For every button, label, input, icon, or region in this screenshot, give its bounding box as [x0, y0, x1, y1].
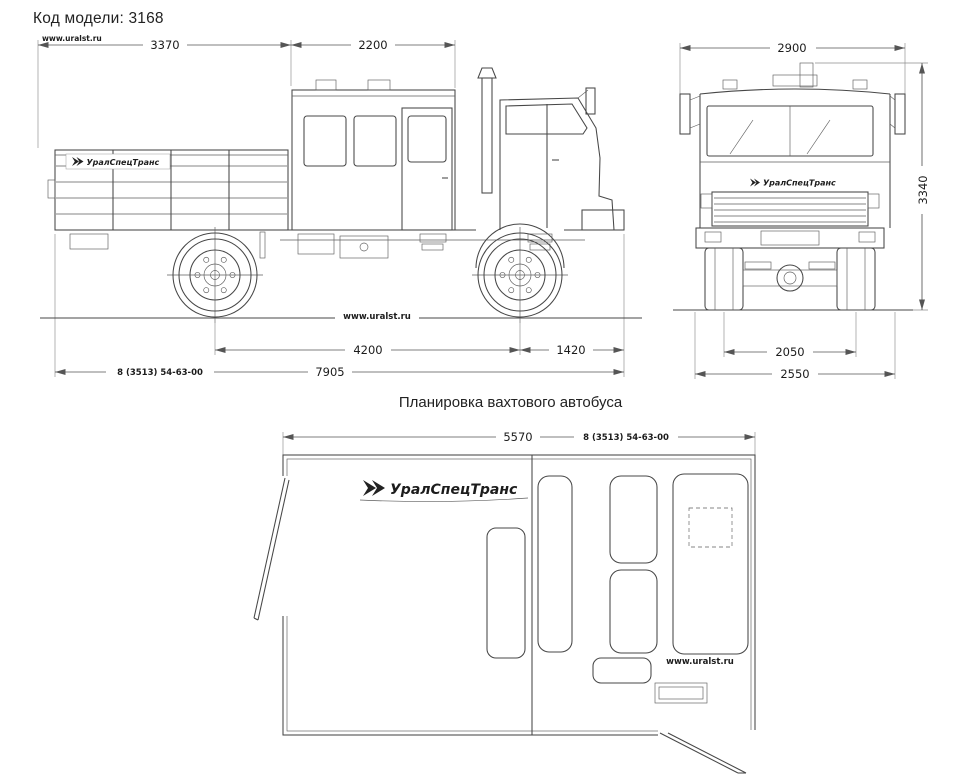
door-steps — [654, 682, 708, 704]
front-chassis — [704, 247, 876, 311]
fuel-tank — [339, 235, 389, 259]
wheel-right — [836, 247, 876, 311]
front-wheel — [472, 227, 568, 323]
side-extension-lines — [37, 40, 625, 377]
side-website-top: www.uralst.ru — [42, 34, 102, 43]
front-bumper — [581, 209, 625, 231]
dim-width-over-mirrors-label: 2900 — [777, 41, 806, 55]
cabinet — [486, 527, 526, 659]
rear-wheel — [167, 227, 263, 323]
mirror — [577, 87, 596, 115]
side-dimension-lines — [38, 42, 624, 375]
model-code-title: Код модели: 3168 — [33, 10, 164, 27]
dim-overall-width-label: 2550 — [780, 367, 809, 381]
wheel-left — [704, 247, 744, 311]
mirror-right — [889, 93, 906, 135]
roof-marker — [722, 79, 738, 90]
crew-module — [291, 79, 456, 259]
dim-salon-length-label: 5570 — [503, 430, 532, 444]
dim-track-label: 2050 — [775, 345, 804, 359]
bumper — [695, 227, 885, 249]
roof-marker — [852, 79, 868, 90]
brand-name-front: УралСпецТранс — [763, 179, 836, 188]
brand-front: УралСпецТранс — [750, 178, 836, 188]
plan-view: УралСпецТранс 5570 8 (3513) 54-63-00 www… — [253, 430, 756, 774]
cab — [475, 87, 625, 269]
plan-brand: УралСпецТранс — [359, 480, 529, 502]
dim-wheelbase-label: 4200 — [353, 343, 382, 357]
bench — [609, 475, 658, 564]
wheel-arch — [475, 223, 565, 269]
exhaust-stack — [477, 67, 497, 194]
salon-body — [253, 454, 756, 774]
dim-front-overhang-label: 1420 — [556, 343, 585, 357]
entry-door-open — [253, 477, 290, 621]
plan-furniture — [486, 473, 749, 704]
side-labels: www.uralst.ru 3370 2200 www.uralst.ru 42… — [42, 34, 593, 379]
plan-phone: 8 (3513) 54-63-00 — [583, 433, 669, 443]
brand-name-side: УралСпецТранс — [87, 158, 160, 167]
license-plate — [760, 230, 820, 246]
module-window — [353, 115, 397, 167]
headlight — [867, 193, 880, 209]
rear-door-open — [659, 732, 747, 774]
differential — [776, 264, 804, 292]
table — [688, 507, 733, 548]
bench — [537, 475, 573, 653]
exhaust-tip — [799, 62, 814, 88]
brand-logo-icon — [72, 157, 79, 166]
dim-overall-height-label: 3340 — [916, 175, 930, 204]
module-door — [401, 107, 453, 231]
module-window — [303, 115, 347, 167]
plan-website: www.uralst.ru — [666, 657, 734, 667]
wiper — [729, 119, 754, 155]
cab-front: УралСпецТранс — [679, 62, 906, 249]
mirror-left — [679, 93, 701, 135]
brand-name-plan: УралСпецТранс — [390, 482, 518, 498]
bench — [672, 473, 749, 655]
cab-side-window — [505, 103, 588, 135]
front-dimension-lines — [680, 45, 925, 377]
front-labels: 2900 3340 2050 2550 — [767, 41, 930, 381]
flatbed: УралСпецТранс — [47, 149, 289, 231]
roof-vent — [367, 79, 391, 91]
side-phone: 8 (3513) 54-63-00 — [117, 368, 203, 378]
headlight — [700, 193, 713, 209]
bench — [592, 657, 652, 684]
side-website-middle: www.uralst.ru — [343, 312, 411, 322]
wiper — [806, 119, 831, 155]
grille — [711, 191, 869, 227]
dim-overall-length-label: 7905 — [315, 365, 344, 379]
plan-title: Планировка вахтового автобуса — [398, 394, 623, 411]
dim-bed-section-label: 3370 — [150, 38, 179, 52]
plan-labels: 5570 8 (3513) 54-63-00 www.uralst.ru — [496, 430, 734, 667]
roof-hatch — [772, 74, 818, 87]
side-view: УралСпецТранс — [37, 34, 642, 379]
roof-vent — [315, 79, 337, 91]
bench — [609, 569, 658, 654]
front-view: УралСпецТранс — [673, 41, 930, 381]
brand-plate: УралСпецТранс — [65, 153, 171, 170]
front-extension-lines — [679, 43, 928, 379]
dim-module-section-label: 2200 — [358, 38, 387, 52]
axle — [742, 269, 838, 287]
